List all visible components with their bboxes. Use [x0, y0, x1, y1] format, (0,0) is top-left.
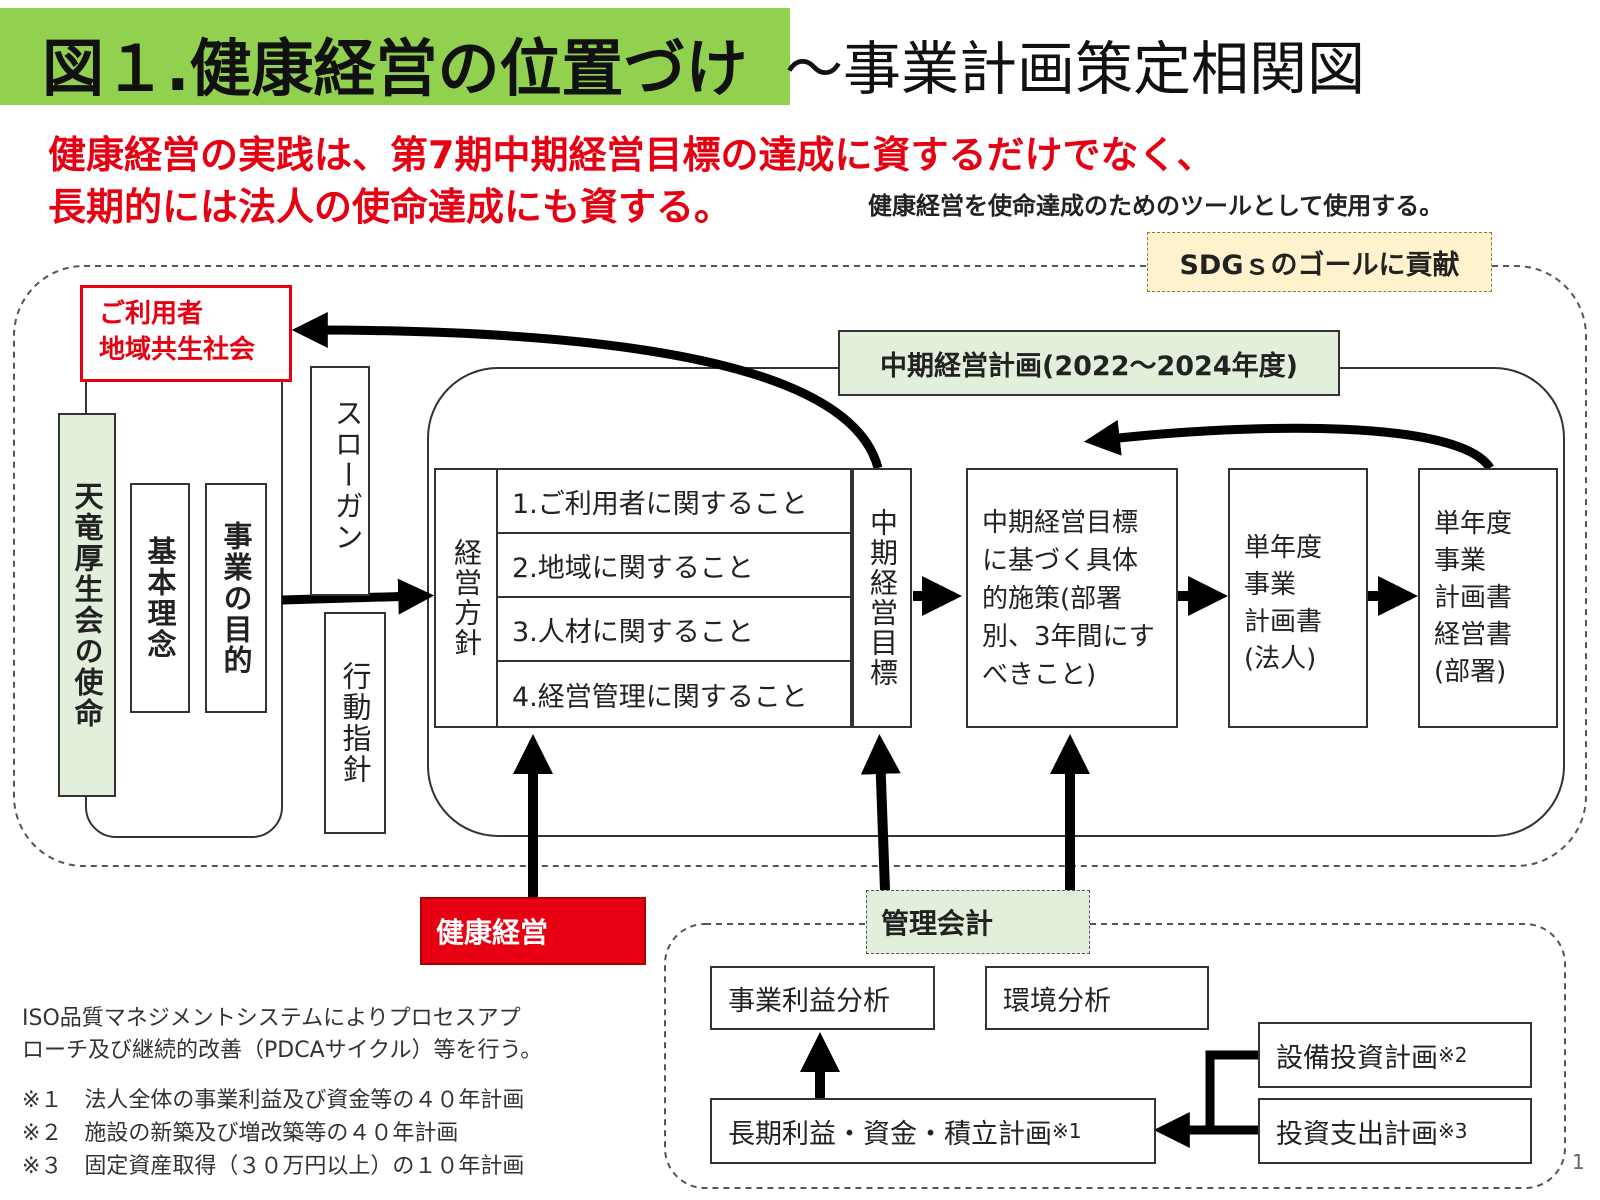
philosophy-box: 基本理念 — [130, 483, 190, 713]
capex-plan-box: 設備投資計画※2 — [1258, 1022, 1532, 1088]
sdgs-goal-label: SDGｓのゴールに貢献 — [1147, 232, 1492, 292]
arrow-dept-to-measures — [1083, 419, 1494, 471]
midterm-plan-label: 中期経営計画(2022～2024年度) — [838, 330, 1340, 396]
health-management-box: 健康経営 — [420, 897, 646, 965]
page-subtitle: ～事業計画策定相関図 — [785, 35, 1366, 103]
investment-plan-mark: ※3 — [1438, 1119, 1468, 1143]
annual-plan-dept-box: 単年度 事業 計画書 経営書 (部署) — [1418, 468, 1558, 728]
long-term-plan-box: 長期利益・資金・積立計画※1 — [710, 1098, 1156, 1164]
mission-box: 天竜厚生会の使命 — [58, 413, 116, 797]
management-accounting-label: 管理会計 — [866, 890, 1090, 954]
midterm-target-box: 中期経営目標 — [852, 468, 912, 728]
annual-plan-dept-line-4: 経営書 — [1434, 620, 1513, 650]
sdgs-region — [13, 265, 1587, 867]
action-guideline-box: 行動指針 — [324, 612, 386, 834]
page-title: 図１.健康経営の位置づけ — [42, 32, 748, 105]
annual-plan-dept-line-2: 事業 — [1434, 546, 1487, 576]
slogan-box: スローガン — [310, 366, 370, 596]
policy-item-users: 1.ご利用者に関すること — [498, 470, 850, 534]
env-analysis-box: 環境分析 — [985, 966, 1209, 1030]
title-band — [0, 8, 790, 105]
capex-plan-mark: ※2 — [1438, 1043, 1468, 1067]
lead-line-2: 長期的には法人の使命達成にも資する。 — [48, 185, 733, 229]
measures-box: 中期経営目標に基づく具体的施策(部署別、3年間にすべきこと) — [966, 468, 1178, 728]
policy-item-community: 2.地域に関すること — [498, 534, 850, 598]
annual-plan-corp-box: 単年度 事業 計画書 (法人) — [1228, 468, 1368, 728]
profit-analysis-box: 事業利益分析 — [710, 966, 935, 1030]
management-policy-table: 経営方針 1.ご利用者に関すること 2.地域に関すること 3.人材に関すること … — [434, 468, 852, 728]
investment-plan-box: 投資支出計画※3 — [1258, 1098, 1532, 1164]
footnote-1: ※１ 法人全体の事業利益及び資金等の４０年計画 — [22, 1088, 525, 1113]
iso-note-line-2: ローチ及び継続的改善（PDCAサイクル）等を行う。 — [22, 1038, 543, 1063]
purpose-box: 事業の目的 — [205, 483, 267, 713]
stakeholder-users: ご利用者 — [99, 299, 204, 329]
annual-plan-dept-line-5: (部署) — [1434, 657, 1507, 687]
page-number: 1 — [1572, 1150, 1585, 1174]
annual-plan-corp-line-2: 事業 — [1244, 570, 1297, 600]
capex-plan-label: 設備投資計画 — [1276, 1042, 1438, 1074]
investment-plan-label: 投資支出計画 — [1276, 1118, 1438, 1150]
annual-plan-corp-line-1: 単年度 — [1244, 533, 1323, 563]
annual-plan-dept-line-3: 計画書 — [1434, 583, 1513, 613]
accounting-region — [664, 923, 1566, 1189]
annual-plan-corp-line-4: (法人) — [1244, 644, 1317, 674]
footnote-3: ※３ 固定資産取得（３０万円以上）の１０年計画 — [22, 1154, 525, 1179]
tool-note: 健康経営を使命達成のためのツールとして使用する。 — [868, 192, 1444, 220]
stakeholder-box: ご利用者 地域共生社会 — [80, 285, 292, 382]
arrow-accounting-to-target — [860, 734, 901, 891]
lead-line-1: 健康経営の実践は、第7期中期経営目標の達成に資するだけでなく、 — [48, 133, 1215, 177]
arrow-mission-to-policy — [281, 578, 435, 615]
policy-item-hr: 3.人材に関すること — [498, 598, 850, 662]
policy-items: 1.ご利用者に関すること 2.地域に関すること 3.人材に関すること 4.経営管… — [498, 470, 850, 726]
long-term-plan-mark: ※1 — [1052, 1119, 1082, 1143]
footnote-2: ※２ 施設の新築及び増改築等の４０年計画 — [22, 1121, 459, 1146]
management-policy-label: 経営方針 — [436, 470, 498, 726]
arrow-capex-connector — [1205, 1050, 1258, 1130]
arrow-target-to-stakeholders — [291, 312, 883, 470]
annual-plan-corp-line-3: 計画書 — [1244, 607, 1323, 637]
long-term-plan-label: 長期利益・資金・積立計画 — [728, 1118, 1052, 1150]
policy-item-management: 4.経営管理に関すること — [512, 681, 808, 713]
annual-plan-dept-line-1: 単年度 — [1434, 509, 1513, 539]
iso-note-line-1: ISO品質マネジメントシステムによりプロセスアプ — [22, 1006, 521, 1031]
stakeholder-community: 地域共生社会 — [99, 335, 256, 365]
